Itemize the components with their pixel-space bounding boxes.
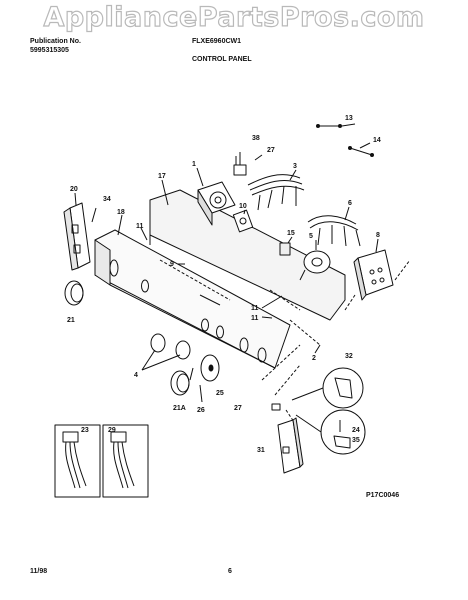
control-panel-fascia (94, 229, 291, 369)
callout-5: 5 (309, 233, 313, 240)
screw-27-top (254, 154, 263, 161)
watermark-logo: AppliancePartsPros.com (43, 1, 425, 33)
callout-26: 26 (197, 407, 205, 414)
callout-34: 34 (103, 196, 111, 203)
callout-27-top: 27 (267, 147, 275, 154)
callout-14: 14 (373, 137, 381, 144)
callout-15: 15 (287, 230, 295, 237)
rear-mounting-panel (149, 189, 346, 321)
callout-13: 13 (345, 115, 353, 122)
callout-21A: 21A (173, 405, 186, 412)
callout-8: 8 (376, 232, 380, 239)
callout-labels: 13 14 38 27 1 3 17 20 34 18 11 10 6 15 5… (67, 115, 399, 499)
detail-24-35 (295, 409, 366, 455)
callout-leaders (74, 123, 379, 381)
wire-harness-secondary (307, 215, 361, 247)
callout-23: 23 (81, 427, 89, 434)
small-switch (279, 242, 291, 256)
wire-harness-main (247, 174, 305, 211)
footer-date: 11/98 (30, 568, 48, 575)
motor-switch-block (353, 249, 394, 301)
callout-20: 20 (70, 186, 78, 193)
callout-11-mid: 11 (251, 305, 259, 312)
callout-3: 3 (293, 163, 297, 170)
callout-2: 2 (312, 355, 316, 362)
wire-14 (348, 146, 374, 157)
callout-9: 9 (170, 261, 174, 268)
callout-1: 1 (192, 161, 196, 168)
callout-29: 29 (108, 427, 116, 434)
callout-18: 18 (117, 209, 125, 216)
end-cap-right (277, 417, 304, 474)
callout-27-low: 27 (234, 405, 242, 412)
callout-35: 35 (352, 437, 360, 444)
knobs-4 (141, 333, 191, 371)
end-cap-left (63, 202, 91, 271)
spring-26 (199, 384, 203, 403)
selector-switch (232, 209, 254, 233)
clip-small (271, 403, 281, 411)
callout-11-left: 11 (136, 223, 144, 230)
callout-6: 6 (348, 200, 352, 207)
knob-21 (64, 280, 84, 306)
callout-31: 31 (257, 447, 265, 454)
callout-10: 10 (239, 203, 247, 210)
callout-32: 32 (345, 353, 353, 360)
callout-21: 21 (67, 317, 75, 324)
model-number: FLXE6960CW1 (192, 38, 242, 45)
callout-4: 4 (134, 372, 138, 379)
callout-24: 24 (352, 427, 360, 434)
footer-page-number: 6 (228, 568, 232, 575)
pressure-switch (299, 250, 331, 281)
wire-13 (316, 124, 342, 128)
inset-29 (102, 424, 149, 498)
dial-disc-25 (200, 354, 220, 382)
figure-code: P17C0046 (366, 492, 399, 499)
clip-34 (91, 207, 97, 223)
publication-label: Publication No. (30, 38, 81, 45)
inset-23 (54, 424, 101, 498)
timer-module (197, 181, 236, 226)
detail-32 (291, 367, 364, 409)
callout-38: 38 (252, 135, 260, 142)
publication-number: 5995315305 (30, 47, 69, 54)
section-title: CONTROL PANEL (192, 56, 252, 63)
knob-21A (170, 370, 190, 396)
callout-25: 25 (216, 390, 224, 397)
callout-17: 17 (158, 173, 166, 180)
callout-11-low: 11 (251, 315, 259, 322)
connector-38 (233, 152, 247, 176)
